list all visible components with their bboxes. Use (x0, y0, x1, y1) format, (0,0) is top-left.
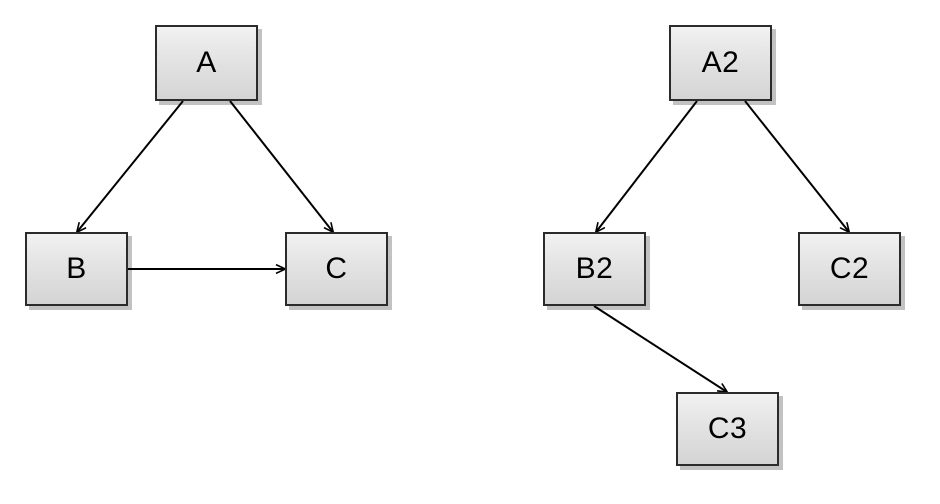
node-label: A2 (701, 46, 740, 79)
edge-a2-b2-arrow[interactable] (596, 100, 698, 232)
node-b2[interactable]: B2 (543, 232, 646, 306)
node-label: A (196, 46, 217, 79)
node-c[interactable]: C (285, 232, 388, 306)
edges-group (77, 100, 849, 392)
node-label: C2 (829, 252, 870, 285)
node-label: C (325, 252, 348, 285)
edge-a-b-arrow[interactable] (77, 100, 184, 232)
node-a[interactable]: A (155, 25, 258, 101)
node-label: C3 (707, 412, 748, 445)
node-a2[interactable]: A2 (669, 25, 772, 101)
edge-a2-c2-arrow[interactable] (744, 100, 849, 232)
node-c3[interactable]: C3 (676, 392, 779, 466)
node-label: B (66, 252, 87, 285)
edge-b2-c3-arrow[interactable] (593, 305, 727, 392)
node-c2[interactable]: C2 (798, 232, 901, 306)
edge-a-c-arrow[interactable] (229, 100, 333, 232)
node-b[interactable]: B (25, 232, 128, 306)
node-label: B2 (575, 252, 614, 285)
